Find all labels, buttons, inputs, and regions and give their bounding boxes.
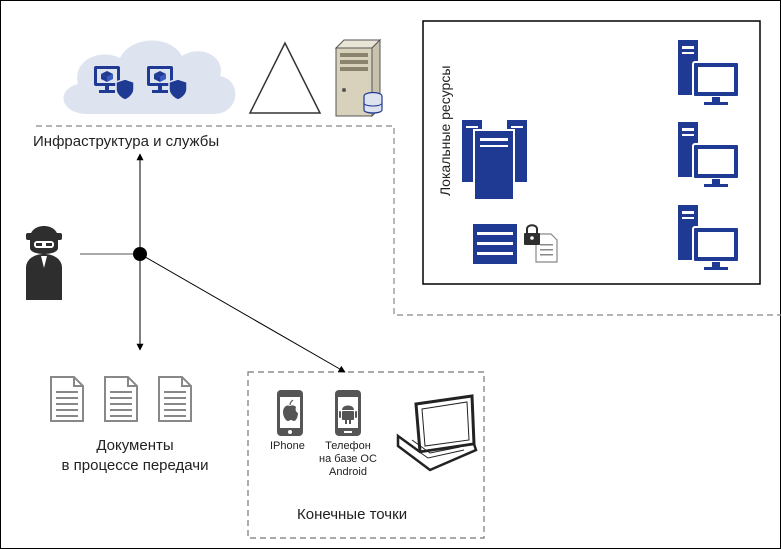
server-rack-icon (462, 120, 527, 201)
locked-storage-icon (473, 224, 558, 264)
triangle-icon (248, 41, 322, 114)
server-database-icon (334, 38, 383, 118)
local-resources-label: Локальные ресурсы (437, 65, 453, 196)
android-label-line3: Android (329, 466, 367, 478)
document-icon (158, 376, 192, 422)
documents-label-line1: Документы (96, 437, 174, 454)
laptop-icon (396, 394, 478, 472)
attack-node (133, 247, 147, 261)
document-icon (104, 376, 138, 422)
iphone-label: IPhone (270, 440, 305, 452)
android-label-line1: Телефон (325, 440, 371, 452)
endpoints-box (247, 371, 485, 539)
android-phone-icon (335, 390, 361, 436)
endpoints-label: Конечные точки (297, 506, 408, 523)
arrow-to-endpoints (139, 253, 346, 373)
documents-label: Документы в процессе передачи (40, 436, 230, 476)
iphone-icon (277, 390, 303, 436)
android-label-line2: на базе ОС (319, 453, 377, 465)
infrastructure-label: Инфраструктура и службы (33, 133, 220, 150)
infrastructure-boundary (36, 125, 781, 316)
document-icon (50, 376, 84, 422)
android-label: Телефон на базе ОС Android (312, 440, 384, 479)
hacker-icon (26, 226, 62, 300)
documents-label-line2: в процессе передачи (61, 457, 209, 474)
